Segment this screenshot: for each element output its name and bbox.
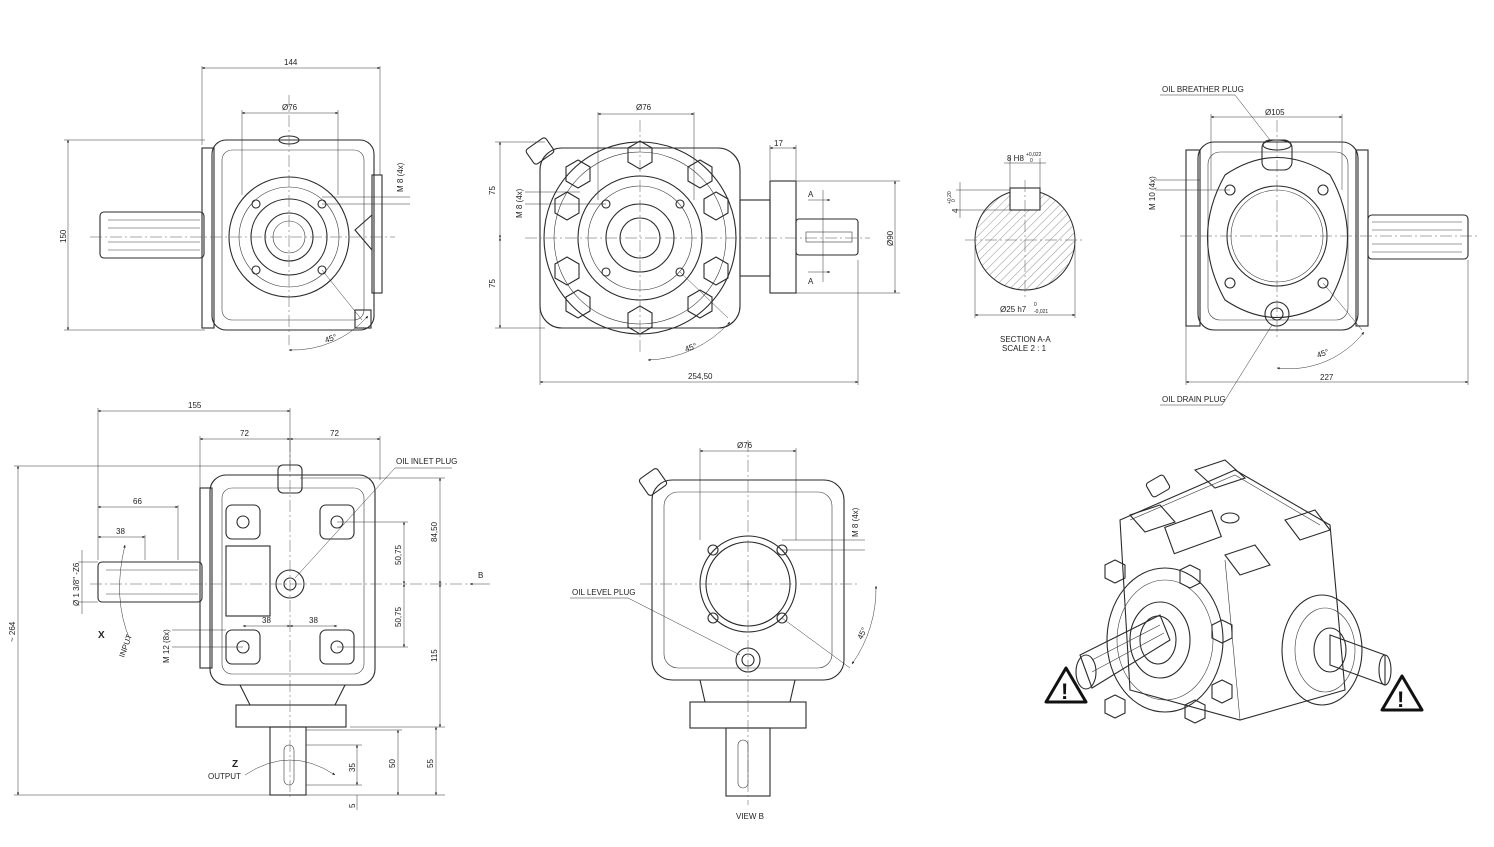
top-264-dim: ~ 264 <box>8 621 17 642</box>
front-height-dim: 150 <box>59 229 68 243</box>
x-marker: X <box>98 630 105 641</box>
top-spline-dim: Ø 1 3/8" -Z6 <box>72 562 81 606</box>
shaft-tol-upper: 0 <box>1034 302 1037 308</box>
top-38-dim: 38 <box>116 527 125 536</box>
viewb-thread-dim: M 8 (4x) <box>851 507 860 537</box>
top-8450-dim: 84,50 <box>430 521 439 542</box>
side-view: A A Ø76 75 75 M 8 (4x) 17 Ø90 254,50 45° <box>488 103 900 385</box>
key-depth-dim: 4 <box>951 208 960 213</box>
front-view: 144 Ø76 150 M 8 (4x) 45° <box>59 58 410 352</box>
z-marker: Z <box>232 759 238 770</box>
section-scale: SCALE 2 : 1 <box>1002 344 1047 353</box>
side-bore-dim: Ø76 <box>636 103 652 112</box>
top-155-dim: 155 <box>188 401 202 410</box>
top-115-dim: 115 <box>430 649 439 662</box>
shaft-dia-dim: Ø25 h7 <box>1000 305 1027 314</box>
oil-inlet-label: OIL INLET PLUG <box>396 457 457 466</box>
oil-drain-label: OIL DRAIN PLUG <box>1162 395 1226 404</box>
oil-level-label: OIL LEVEL PLUG <box>572 588 635 597</box>
side-upper-dim: 75 <box>488 186 497 195</box>
output-label: OUTPUT <box>208 772 241 781</box>
top-5075a-dim: 50,75 <box>394 544 403 565</box>
top-55-dim: 55 <box>426 759 435 768</box>
side-lower-dim: 75 <box>488 279 497 288</box>
front-angle-dim: 45° <box>324 332 338 345</box>
warning-symbol: ! <box>1397 687 1404 712</box>
side-flange-dim: Ø90 <box>886 230 895 246</box>
warning-symbol: ! <box>1061 679 1068 704</box>
top-38a-dim: 38 <box>262 616 271 625</box>
rear-view: Ø105 M 10 (4x) 227 45° OIL BREATHER PLUG… <box>1148 85 1480 406</box>
viewb-angle-dim: 45° <box>856 626 869 641</box>
top-5-dim: 5 <box>348 803 357 808</box>
front-width-dim: 144 <box>284 58 298 67</box>
top-72a-dim: 72 <box>240 429 249 438</box>
shaft-tol-lower: -0,021 <box>1034 309 1048 315</box>
top-5075b-dim: 50,75 <box>394 606 403 627</box>
top-72b-dim: 72 <box>330 429 339 438</box>
front-thread-dim: M 8 (4x) <box>396 162 405 192</box>
top-thread-dim: M 12 (8x) <box>162 629 171 663</box>
view-b-title: VIEW B <box>736 812 764 821</box>
input-label: INPUT <box>117 633 134 659</box>
rear-thread-dim: M 10 (4x) <box>1148 176 1157 210</box>
key-width-tol-lower: 0 <box>1030 158 1033 164</box>
view-b-arrow-label: B <box>478 571 483 580</box>
key-depth-tol-lower: 0 <box>951 199 957 202</box>
top-38b-dim: 38 <box>309 616 318 625</box>
top-view: 155 72 72 66 38 Ø 1 3/8" -Z6 38 38 M 12 … <box>8 401 490 810</box>
top-35-dim: 35 <box>348 763 357 772</box>
key-depth-tol-upper: +0,20 <box>947 191 953 204</box>
key-width-tol-upper: +0,022 <box>1026 152 1042 158</box>
side-shaft-dim: 17 <box>774 139 783 148</box>
section-a-top: A <box>808 190 814 199</box>
side-angle-dim: 45° <box>684 341 698 354</box>
top-66-dim: 66 <box>133 497 142 506</box>
isometric-view: ! ! <box>1044 459 1424 724</box>
section-title: SECTION A-A <box>1000 335 1051 344</box>
warning-icon: ! <box>1380 674 1424 712</box>
warning-icon: ! <box>1044 666 1088 704</box>
side-total-dim: 254,50 <box>688 372 713 381</box>
rear-bore-dim: Ø105 <box>1265 108 1285 117</box>
oil-breather-label: OIL BREATHER PLUG <box>1162 85 1244 94</box>
section-a-a: 8 H8 +0,022 0 4 +0,20 0 Ø25 h7 0 -0,021 … <box>947 152 1085 353</box>
side-thread-dim: M 8 (4x) <box>515 188 524 218</box>
front-bore-dim: Ø76 <box>282 103 298 112</box>
section-a-bottom: A <box>808 277 814 286</box>
viewb-bore-dim: Ø76 <box>737 441 753 450</box>
top-50-dim: 50 <box>388 759 397 768</box>
view-b: Ø76 M 8 (4x) 45° OIL LEVEL PLUG VIEW B <box>570 440 878 821</box>
rear-total-dim: 227 <box>1320 373 1334 382</box>
key-width-dim: 8 H8 <box>1007 154 1024 163</box>
rear-angle-dim: 45° <box>1316 347 1330 360</box>
